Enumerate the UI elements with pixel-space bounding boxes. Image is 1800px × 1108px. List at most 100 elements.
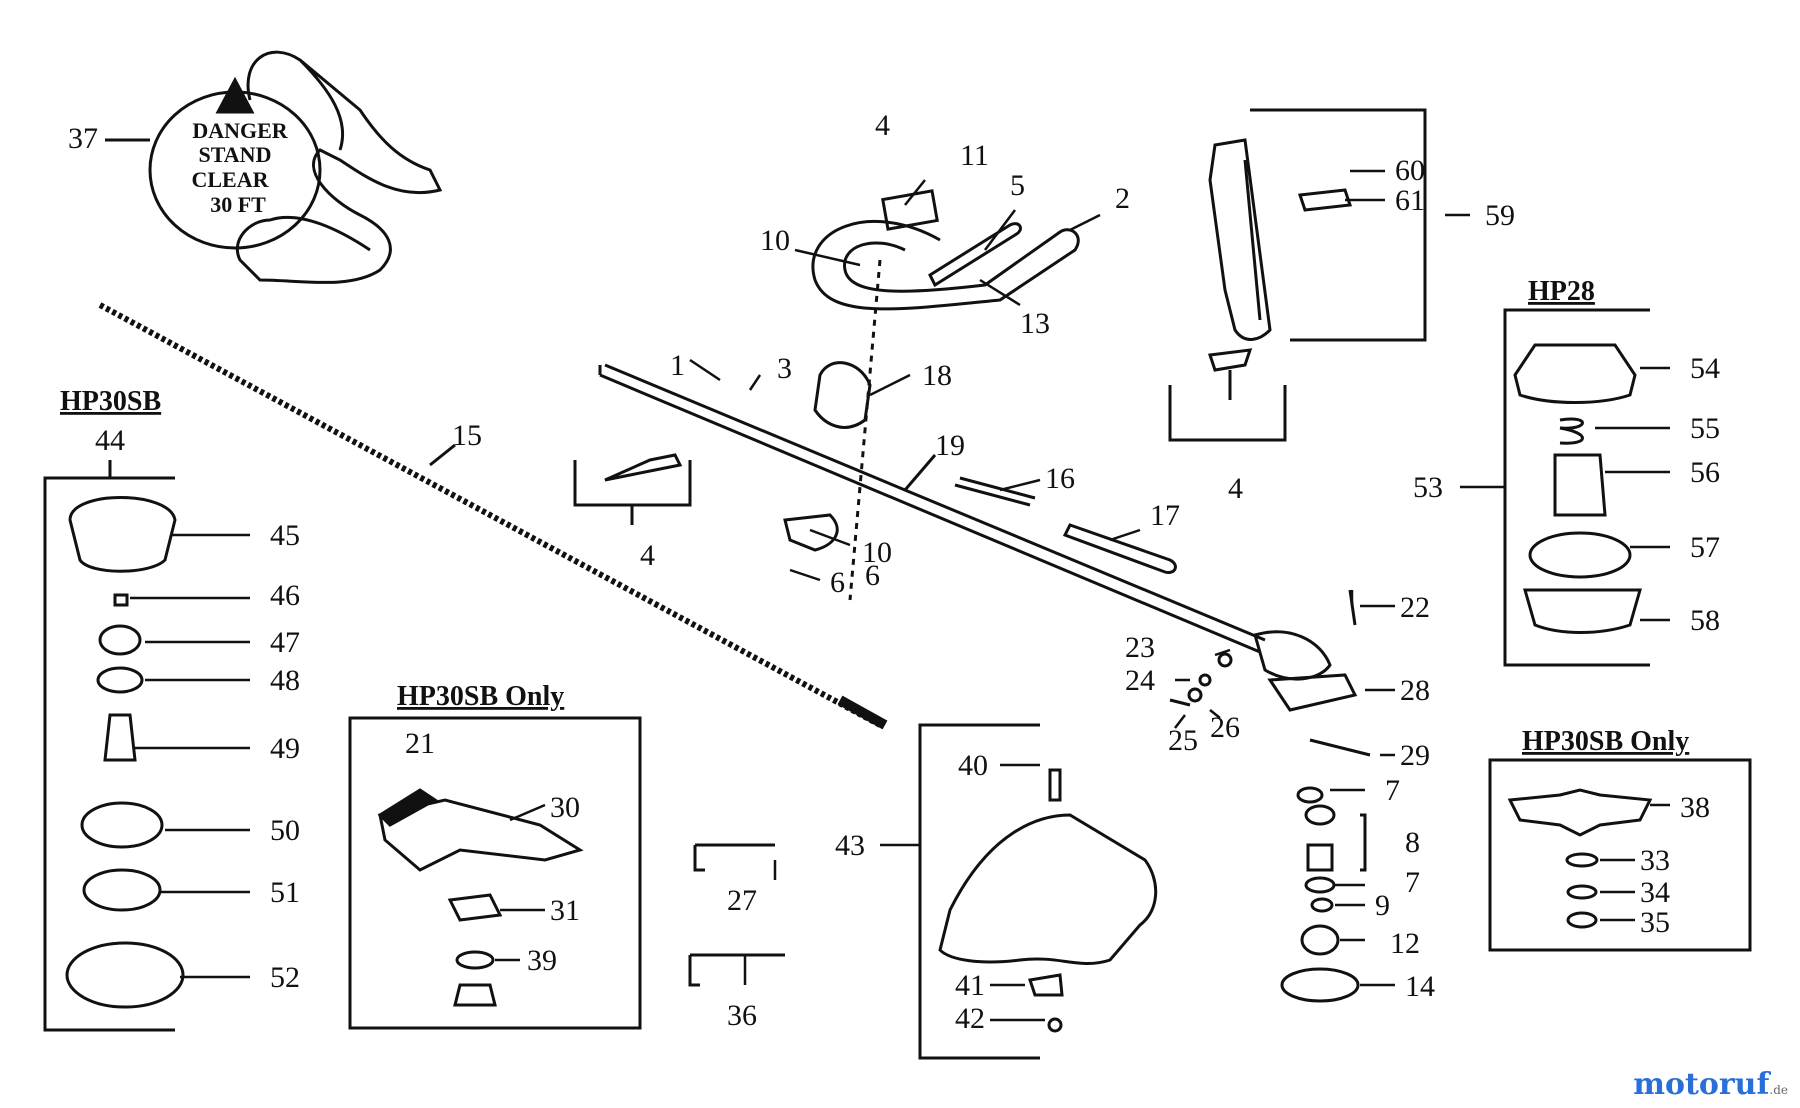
part-label: 24 <box>1125 664 1155 697</box>
watermark-tld: .de <box>1769 1083 1788 1097</box>
part-label: 3 <box>777 352 792 385</box>
drawing-lines <box>43 50 1752 1060</box>
clip-41 <box>1028 973 1064 997</box>
part-label: 14 <box>1405 970 1435 1003</box>
main-boom <box>598 363 1266 654</box>
part-48 <box>96 666 144 694</box>
part-label: 54 <box>1690 352 1720 385</box>
part-label: 47 <box>270 626 300 659</box>
section-hp30sb: HP30SB <box>60 386 161 417</box>
bolt-4-left <box>604 453 683 482</box>
part-label: 13 <box>1020 307 1050 340</box>
part-label: 11 <box>960 139 989 172</box>
spring-46 <box>113 593 129 607</box>
housing-58 <box>1523 588 1642 634</box>
part-label: 27 <box>727 884 757 917</box>
washer-34 <box>1566 884 1598 900</box>
part-label: 17 <box>1150 499 1180 532</box>
part-label: 58 <box>1690 604 1720 637</box>
spool-56 <box>1553 453 1607 517</box>
part-label: 39 <box>527 944 557 977</box>
nut-42 <box>1047 1017 1063 1033</box>
part-39 <box>455 950 495 970</box>
bearing-8a <box>1304 804 1336 826</box>
knob <box>1207 348 1253 400</box>
leader-lines <box>130 169 1670 1022</box>
boom-housing <box>1253 630 1332 681</box>
guard <box>938 813 1158 965</box>
part-label: 5 <box>1010 169 1025 202</box>
handle-clamp <box>813 361 872 429</box>
handle-pad <box>928 222 1022 288</box>
part-label: 52 <box>270 961 300 994</box>
washer-23 <box>1217 652 1233 668</box>
part-label: 50 <box>270 814 300 847</box>
leader-15 <box>429 443 456 467</box>
part-label: 40 <box>958 749 988 782</box>
washer-7a <box>1296 786 1324 804</box>
part-label: 19 <box>935 429 965 462</box>
part-51 <box>82 868 162 912</box>
handle-grip <box>881 189 939 231</box>
part-label: 46 <box>270 579 300 612</box>
bearing-8b <box>1306 843 1334 872</box>
washer-14 <box>1280 967 1360 1003</box>
nut-35 <box>1566 911 1598 929</box>
warning-sign-text: DANGER STAND CLEAR 30 FT <box>191 118 288 217</box>
warning-line-4: 30 FT <box>210 192 266 217</box>
collar-12 <box>1300 924 1340 956</box>
section-hp30sb-only-left: HP30SB Only <box>397 681 564 712</box>
part-label: 36 <box>727 999 757 1032</box>
washer-7b <box>1304 876 1336 894</box>
part-label: 26 <box>1210 711 1240 744</box>
section-hp28: HP28 <box>1528 276 1595 307</box>
part-label: 12 <box>1390 927 1420 960</box>
part-50 <box>80 801 164 849</box>
washer-33 <box>1565 852 1599 868</box>
part-label: 43 <box>835 829 865 862</box>
gearhead-plate <box>1267 673 1358 712</box>
part-label: 22 <box>1400 591 1430 624</box>
part-label: 6 <box>865 559 880 592</box>
wrench-27 <box>693 843 775 872</box>
part-label: 42 <box>955 1002 985 1035</box>
part-label: 4 <box>640 539 655 572</box>
part-label: 53 <box>1413 471 1443 504</box>
part-label: 41 <box>955 969 985 1002</box>
bracket-8 <box>1360 813 1367 872</box>
bracket-59 <box>1250 108 1427 342</box>
part-label: 45 <box>270 519 300 552</box>
part-label: 34 <box>1640 876 1670 909</box>
part-label: 2 <box>1115 182 1130 215</box>
part-label: 38 <box>1680 791 1710 824</box>
part-label: 16 <box>1045 462 1075 495</box>
shield-bar-17 <box>1062 523 1177 575</box>
blade-30 <box>378 798 584 872</box>
box-43 <box>918 723 1040 1060</box>
spool-cap <box>68 496 177 573</box>
part-label: 18 <box>922 359 952 392</box>
part-label: 4 <box>875 109 890 142</box>
part-47 <box>98 624 142 656</box>
box-hp30sb-only-right <box>1488 758 1752 952</box>
ring-9 <box>1310 897 1334 913</box>
part-label: 56 <box>1690 456 1720 489</box>
screw-29 <box>1309 738 1371 757</box>
watermark: motoruf.de <box>1633 1067 1788 1102</box>
part-label: 57 <box>1690 531 1720 564</box>
spool-57 <box>1528 531 1632 579</box>
part-label: 30 <box>550 791 580 824</box>
part-label: 37 <box>68 122 98 155</box>
part-label: 31 <box>550 894 580 927</box>
part-label: 35 <box>1640 906 1670 939</box>
part-label: 29 <box>1400 739 1430 772</box>
part-label: 61 <box>1395 184 1425 217</box>
part-label: 10 <box>760 224 790 257</box>
warning-line-2: STAND <box>199 142 272 167</box>
part-label: 59 <box>1485 199 1515 232</box>
part-label: 33 <box>1640 844 1670 877</box>
bolt-40 <box>1048 768 1062 802</box>
part-49 <box>103 713 137 762</box>
watermark-brand: motoruf <box>1633 1067 1770 1102</box>
